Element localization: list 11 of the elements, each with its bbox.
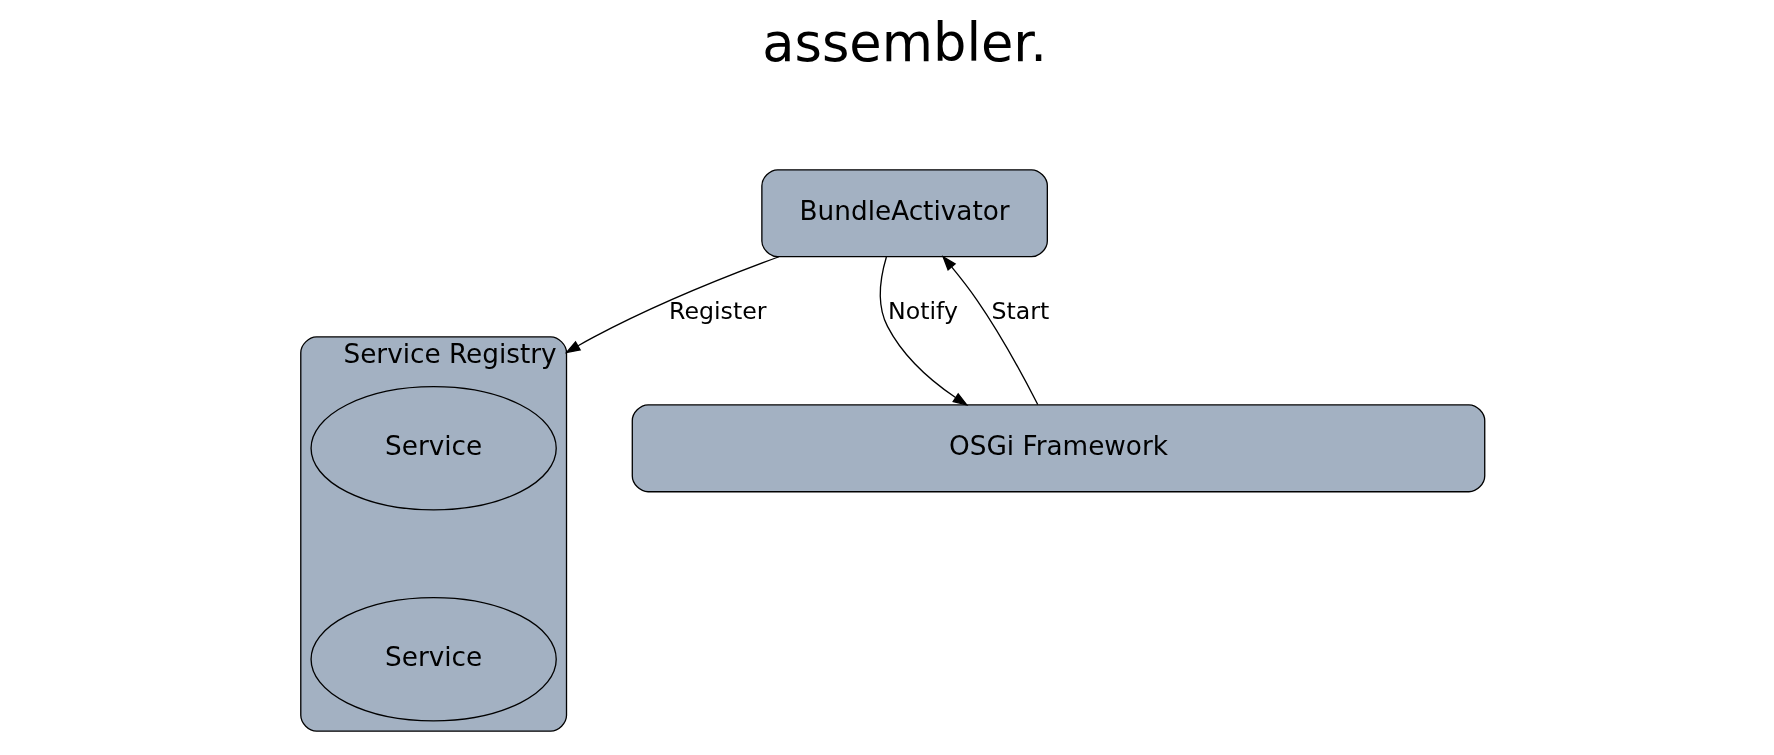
- node-ellipse: Service: [309, 386, 557, 511]
- node-box: OSGi Framework: [631, 404, 1485, 493]
- label: assembler.: [761, 11, 1047, 73]
- node-ellipse: Service: [309, 596, 557, 722]
- edge-label: Notify: [887, 297, 958, 326]
- arrow: [564, 256, 780, 354]
- arrow: [879, 256, 968, 406]
- edge-label: Start: [990, 297, 1049, 326]
- arrow: [941, 255, 1038, 406]
- edge-label: Register: [668, 297, 766, 326]
- node-box: BundleActivator: [760, 169, 1048, 258]
